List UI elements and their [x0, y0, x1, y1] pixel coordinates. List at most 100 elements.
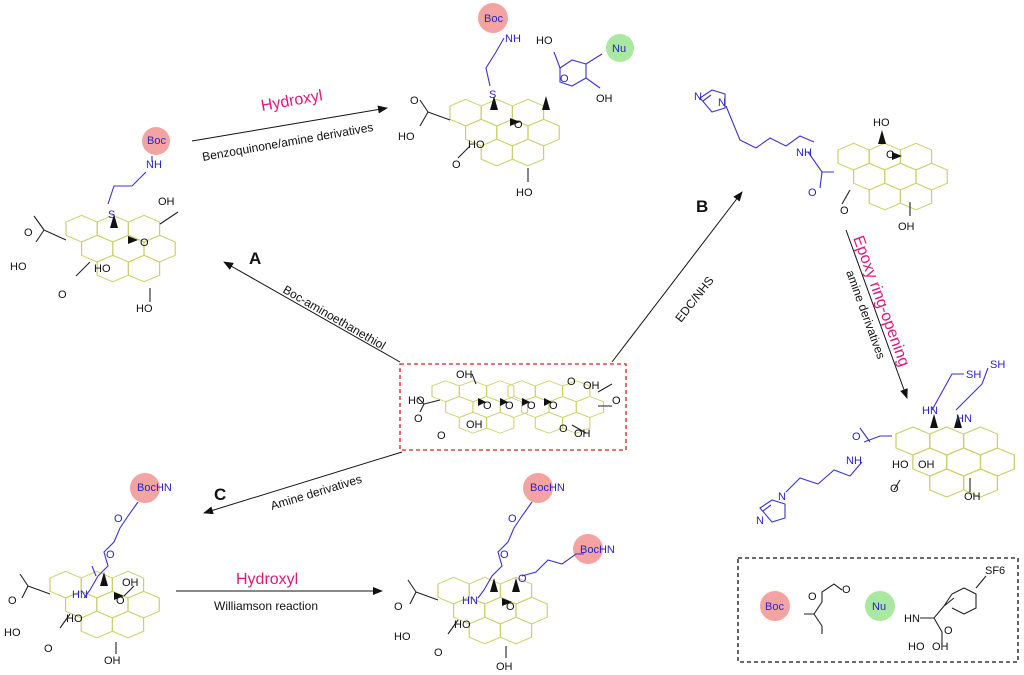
product-c2-bochn-1: BocHN [530, 482, 565, 494]
product-b2-imid-n1: N [778, 491, 786, 503]
product-b-imid-n2: N [694, 91, 702, 103]
arrow-b [611, 191, 743, 363]
product-b-oh-bottom: OH [898, 221, 915, 233]
center-oh-3: OH [466, 419, 483, 431]
product-c-ho-acid: HO [4, 627, 21, 639]
center-oh-4: OH [574, 428, 591, 440]
legend-nu-sf6: SF6 [985, 565, 1005, 577]
product-a-ho-mid: HO [94, 263, 111, 275]
product-b-nh: NH [796, 147, 812, 159]
product-b2-structure [759, 367, 1015, 523]
center-ho-1: HO [408, 395, 425, 407]
product-c-oh-bottom: OH [104, 655, 121, 667]
product-c-ho-mid: HO [66, 613, 83, 625]
product-c-oh-top: OH [122, 577, 139, 589]
legend-boc-circle [760, 591, 790, 621]
arrow-a [223, 261, 401, 363]
product-b2-nh: NH [846, 455, 862, 467]
reagent-b: EDC/NHS [672, 274, 716, 325]
product-b-o-amide: O [808, 187, 817, 199]
product-a-boc: Boc [147, 135, 166, 147]
product-a2-ho-ring: HO [536, 35, 553, 47]
product-c2-bochn-2: BocHN [580, 544, 615, 556]
product-a-o-keto: O [58, 289, 67, 301]
product-b2-o-keto: O [890, 483, 899, 495]
product-a2-structure [419, 3, 634, 182]
reagent-a: Boc-aminoethanethiol [281, 282, 389, 352]
product-c2-oh-bottom: OH [496, 661, 513, 673]
arrow-a-next [191, 105, 388, 142]
product-c-o-2: O [106, 549, 115, 561]
legend-nu-oh: OH [932, 641, 949, 653]
route-letter-a: A [249, 249, 261, 268]
product-c2-o-link: O [518, 573, 527, 585]
product-c-bochn: BocHN [137, 482, 172, 494]
center-o-7: O [612, 395, 621, 407]
condition-a-bottom: Benzoquinone/amine derivatives [201, 120, 374, 164]
center-oh-2: OH [583, 380, 600, 392]
product-a2-nh: NH [505, 33, 521, 45]
product-b-epoxy-o: O [886, 149, 895, 161]
legend-nu-ho: HO [908, 641, 925, 653]
center-o-4: O [505, 400, 514, 412]
product-a2-boc: Boc [484, 13, 503, 25]
product-b2-sh-1: SH [966, 369, 981, 381]
condition-c-bottom: Williamson reaction [214, 599, 318, 613]
product-c2-structure [407, 473, 603, 658]
starting-material-graphene-oxide [417, 373, 613, 434]
legend-boc-o2: O [842, 584, 851, 596]
product-b-ho-top: HO [873, 117, 890, 129]
condition-a-top: Hydroxyl [260, 87, 324, 115]
product-c2-ho-acid: HO [394, 631, 411, 643]
product-a2-o-link: O [560, 73, 569, 85]
route-letter-c: C [214, 485, 226, 504]
product-a-nh: NH [146, 159, 162, 171]
product-b2-o-amide: O [852, 431, 861, 443]
arrow-c [203, 451, 403, 515]
product-a2-ho-mid: HO [468, 139, 485, 151]
center-oh-1: OH [456, 369, 473, 381]
product-a2-o-keto: O [452, 159, 461, 171]
product-b2-sh-2: SH [990, 359, 1005, 371]
product-b2-oh-1: OH [918, 459, 935, 471]
product-a2-s: S [489, 89, 496, 101]
center-o-6: O [549, 400, 558, 412]
legend-nu-circle [865, 591, 895, 621]
route-letter-b: B [696, 197, 708, 216]
product-a-ho-acid: HO [10, 261, 27, 273]
product-b2-hn-1: HN [922, 405, 938, 417]
product-c2-epoxy-o: O [506, 601, 515, 613]
product-a-structure [33, 127, 179, 302]
product-b-o-keto: O [840, 205, 849, 217]
product-b2-oh-bottom: OH [964, 491, 981, 503]
product-b2-hn-2: HN [956, 413, 972, 425]
product-a2-ho-acid: HO [398, 131, 415, 143]
product-c-o-acid: O [8, 595, 17, 607]
product-a2-epoxy-o: O [514, 119, 523, 131]
product-a-o-acid: O [24, 227, 33, 239]
center-o-2: O [414, 413, 423, 425]
center-o-1: O [567, 376, 576, 388]
product-a2-oh-ring: OH [596, 93, 613, 105]
center-o-3: O [483, 400, 492, 412]
product-a2-o-acid: O [410, 95, 419, 107]
product-c2-o-acid: O [394, 601, 403, 613]
product-c2-o-2: O [500, 549, 509, 561]
product-c2-ho-mid: HO [454, 619, 471, 631]
center-o-8: O [437, 430, 446, 442]
product-c2-o-1: O [508, 513, 517, 525]
arrow-b-next [845, 229, 908, 399]
product-a2-nu: Nu [612, 43, 626, 55]
product-a-ho-bottom: HO [136, 303, 153, 315]
product-b2-imid-n2: N [756, 515, 764, 527]
legend-nu-structure [920, 575, 987, 644]
product-c-o-1: O [114, 513, 123, 525]
product-a-oh-top: OH [158, 196, 175, 208]
product-c-o-keto: O [44, 643, 53, 655]
condition-c-top: Hydroxyl [236, 571, 298, 588]
legend-boc-o: O [808, 591, 817, 603]
product-c2-o-keto: O [434, 647, 443, 659]
product-b2-ho-1: HO [892, 459, 909, 471]
product-b-structure [699, 89, 948, 216]
